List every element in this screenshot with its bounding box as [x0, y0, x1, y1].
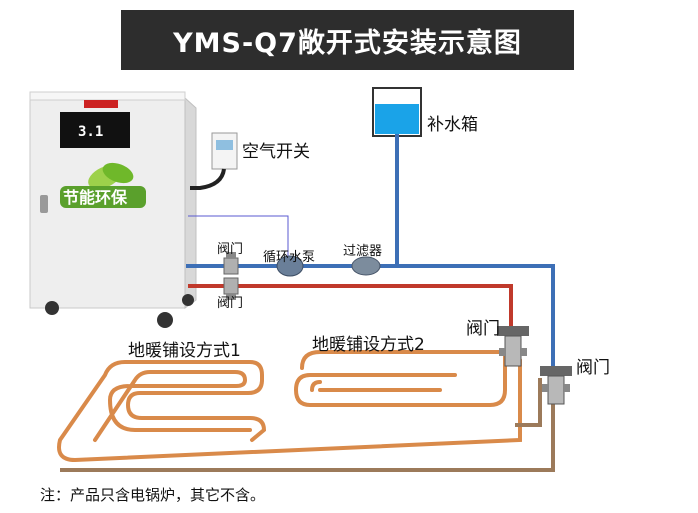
water-tank-label: 补水箱	[427, 115, 478, 135]
valve-bottom-label: 阀门	[217, 296, 244, 311]
floor-heating-pipes	[57, 350, 522, 463]
valve-top-label: 阀门	[217, 242, 244, 257]
air-switch-box	[190, 132, 238, 190]
floor-mode-1-label: 地暖铺设方式1	[128, 341, 241, 361]
energy-saving-logo: 节能环保	[60, 162, 146, 208]
boiler-display-screen	[60, 112, 130, 148]
water-tank	[372, 87, 422, 137]
electric-boiler: 3.1 节能环保	[29, 91, 197, 328]
return-branch-pipes	[60, 378, 555, 472]
diagram-title: YMS-Q7敞开式安装示意图	[121, 10, 574, 70]
valve-right-upper	[497, 326, 529, 367]
circulation-pump	[276, 255, 304, 277]
floor-mode-2-label: 地暖铺设方式2	[312, 335, 425, 355]
filter-label: 过滤器	[343, 244, 383, 259]
valve-right-lower	[540, 366, 572, 405]
boiler-display-value: 3.1	[78, 124, 103, 140]
air-switch-label: 空气开关	[242, 142, 310, 162]
return-pipe	[188, 284, 513, 332]
pump-label: 循环水泵	[263, 250, 316, 265]
supply-pipe	[186, 134, 555, 372]
valve-right-upper-label: 阀门	[466, 319, 500, 339]
water-filter	[351, 256, 381, 276]
footnote: 注：产品只含电锅炉，其它不含。	[40, 486, 266, 504]
valve-top	[223, 252, 239, 275]
valve-right-lower-label: 阀门	[576, 358, 610, 378]
logo-text: 节能环保	[63, 188, 128, 207]
valve-bottom	[223, 277, 239, 300]
